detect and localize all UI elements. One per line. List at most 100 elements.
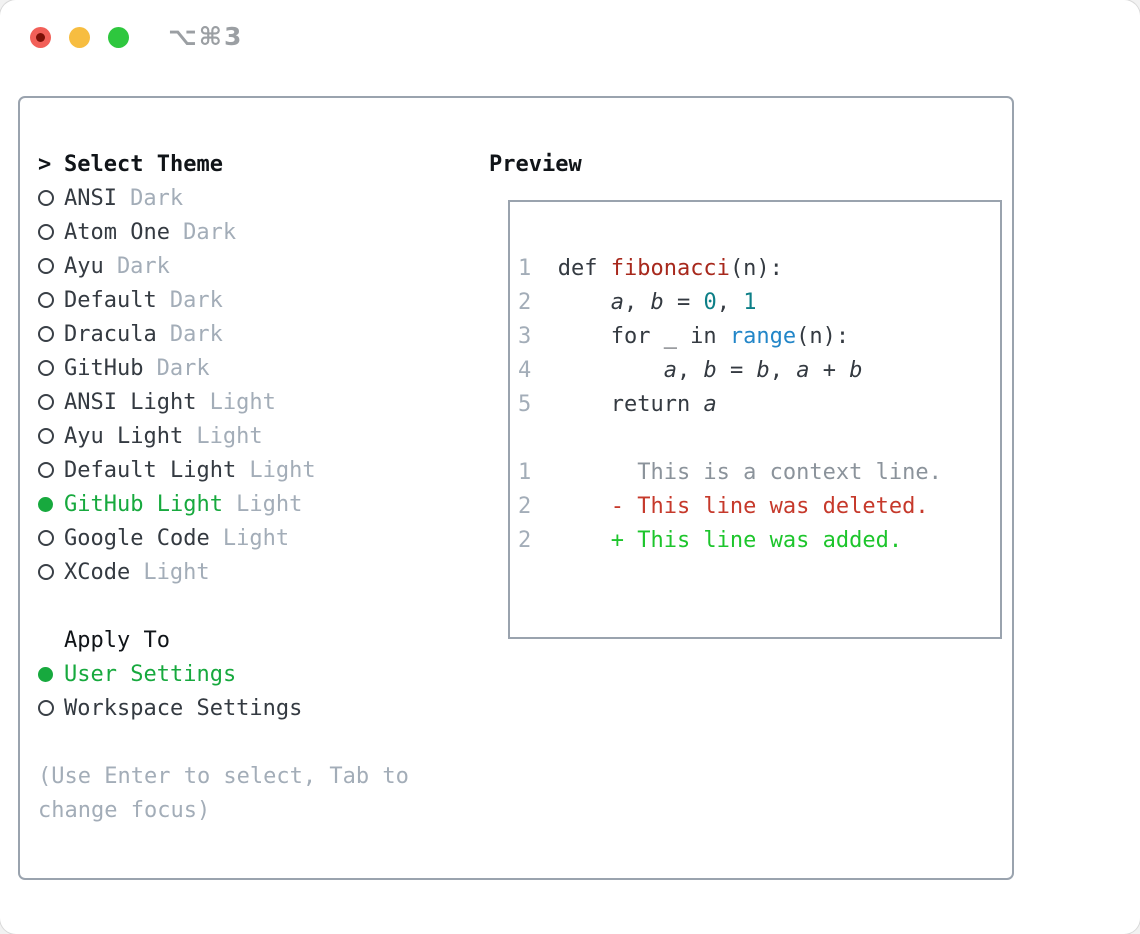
close-button[interactable] — [30, 27, 51, 48]
radio-unselected-icon — [38, 462, 54, 478]
radio-unselected-icon — [38, 700, 54, 716]
theme-option[interactable]: XCode Light — [38, 556, 409, 590]
radio-cell — [38, 182, 64, 216]
theme-name: Default — [64, 288, 157, 313]
radio-cell — [38, 420, 64, 454]
theme-variant-tag: Light — [222, 526, 290, 551]
radio-unselected-icon — [38, 224, 54, 240]
theme-variant-tag: Dark — [116, 254, 170, 279]
theme-variant-tag: Dark — [169, 322, 223, 347]
theme-name: ANSI Light — [64, 390, 197, 415]
code-line: 4 a, b = b, a + b — [518, 354, 992, 388]
theme-name: XCode — [64, 560, 131, 585]
line-number: 1 — [518, 256, 532, 281]
apply-to-heading: Apply To — [64, 628, 170, 653]
radio-selected-icon — [38, 497, 53, 512]
line-number: 2 — [518, 494, 532, 519]
code-token: , — [623, 290, 651, 315]
spacer — [518, 218, 992, 252]
radio-unselected-icon — [38, 394, 54, 410]
line-number: 2 — [518, 528, 532, 553]
theme-option[interactable]: ANSI Light Light — [38, 386, 409, 420]
theme-variant-tag: Dark — [169, 288, 223, 313]
minimize-button[interactable] — [69, 27, 90, 48]
code-token: a — [703, 392, 717, 417]
code-token: return — [557, 392, 704, 417]
code-token: range — [729, 324, 797, 349]
radio-unselected-icon — [38, 190, 54, 206]
theme-name: ANSI — [64, 186, 117, 211]
apply-option[interactable]: Workspace Settings — [38, 692, 409, 726]
code-line: 5 return a — [518, 388, 992, 422]
radio-unselected-icon — [38, 564, 54, 580]
theme-variant-tag: Light — [209, 390, 276, 415]
radio-unselected-icon — [38, 360, 54, 376]
radio-cell — [38, 216, 64, 250]
code-line: 2 a, b = 0, 1 — [518, 286, 992, 320]
theme-variant-tag: Light — [196, 424, 263, 449]
theme-option[interactable]: Default Dark — [38, 284, 409, 318]
radio-cell — [38, 250, 64, 284]
diff-sign: + — [610, 528, 624, 553]
theme-variant-tag: Light — [249, 458, 316, 483]
spacer — [518, 558, 992, 592]
code-token: , — [676, 358, 704, 383]
apply-to-header-row: Apply To — [38, 624, 409, 658]
apply-option-label: User Settings — [64, 662, 237, 687]
radio-cell — [38, 692, 64, 726]
code-token: a — [663, 358, 677, 383]
theme-option[interactable]: Ayu Dark — [38, 250, 409, 284]
zoom-button[interactable] — [108, 27, 129, 48]
theme-variant-tag: Dark — [130, 186, 184, 211]
code-token: = — [663, 290, 704, 315]
prompt-caret: > — [38, 152, 52, 177]
apply-option-label: Workspace Settings — [64, 696, 303, 721]
code-line: 3 for _ in range(n): — [518, 320, 992, 354]
code-token: fibonacci — [610, 256, 730, 281]
code-token: = — [716, 358, 757, 383]
radio-unselected-icon — [38, 292, 54, 308]
line-number: 4 — [518, 358, 532, 383]
theme-list-header-row: > Select Theme — [38, 148, 409, 182]
code-token: , — [769, 358, 797, 383]
theme-name: Ayu Light — [64, 424, 184, 449]
code-token: a — [610, 290, 624, 315]
radio-unselected-icon — [38, 428, 54, 444]
radio-cell — [38, 386, 64, 420]
theme-variant-tag: Dark — [156, 356, 210, 381]
code-token: 0 — [703, 290, 717, 315]
theme-option[interactable]: ANSI Dark — [38, 182, 409, 216]
theme-option[interactable]: Dracula Dark — [38, 318, 409, 352]
code-token: b — [650, 290, 664, 315]
theme-option[interactable]: Ayu Light Light — [38, 420, 409, 454]
diff-text: This is a context line. — [637, 460, 942, 485]
window-title: ⌥⌘3 — [168, 22, 244, 51]
line-number: 1 — [518, 460, 532, 485]
titlebar: ⌥⌘3 — [0, 0, 1140, 96]
theme-name: Ayu — [64, 254, 104, 279]
traffic-lights — [30, 27, 129, 48]
radio-unselected-icon — [38, 326, 54, 342]
radio-cell — [38, 454, 64, 488]
theme-variant-tag: Light — [236, 492, 303, 517]
radio-cell — [38, 352, 64, 386]
line-number: 5 — [518, 392, 532, 417]
help-text: change focus) — [38, 798, 211, 823]
code-token: b — [756, 358, 770, 383]
theme-name: Dracula — [64, 322, 157, 347]
apply-option[interactable]: User Settings — [38, 658, 409, 692]
theme-variant-tag: Light — [143, 560, 210, 585]
select-theme-heading: Select Theme — [64, 152, 223, 177]
line-number: 2 — [518, 290, 532, 315]
line-number: 3 — [518, 324, 532, 349]
radio-cell — [38, 658, 64, 692]
radio-cell — [38, 522, 64, 556]
preview-heading: Preview — [489, 152, 582, 177]
